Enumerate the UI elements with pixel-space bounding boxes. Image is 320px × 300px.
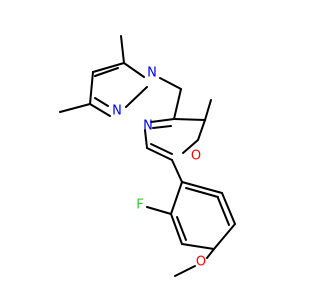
- bond: [89, 71, 94, 105]
- bond: [144, 129, 148, 149]
- fluorine-label: F: [136, 198, 143, 213]
- bond: [94, 67, 119, 77]
- bond: [150, 118, 175, 123]
- atom-label-layer: N N N O F O: [112, 66, 206, 270]
- bond: [89, 103, 111, 117]
- bond: [185, 187, 219, 198]
- oxazole-n-label: N: [143, 119, 153, 134]
- bond: [174, 265, 196, 277]
- bond: [173, 88, 182, 120]
- bond: [221, 192, 236, 225]
- bond: [125, 86, 148, 108]
- bond: [173, 118, 206, 121]
- molecule-structure: N N N O F O: [59, 35, 236, 277]
- bond: [182, 139, 199, 154]
- bond: [204, 99, 212, 121]
- bond-layer: [59, 35, 236, 277]
- bond: [197, 119, 206, 141]
- bond: [171, 159, 183, 183]
- bond: [176, 216, 187, 241]
- bond: [170, 213, 183, 245]
- methoxy-o-label: O: [196, 255, 206, 270]
- bond: [123, 62, 145, 78]
- bond: [120, 35, 125, 64]
- bond: [170, 181, 183, 215]
- bond: [152, 125, 172, 129]
- bond: [150, 143, 173, 155]
- bond: [217, 197, 230, 226]
- bond: [92, 62, 125, 73]
- bond: [181, 243, 215, 250]
- bond: [146, 206, 172, 215]
- bond: [59, 103, 91, 113]
- bond: [159, 77, 182, 90]
- pyrazole-n2-label: N: [112, 104, 122, 119]
- oxazole-o-label: O: [191, 149, 201, 164]
- bond: [181, 181, 223, 194]
- bond: [213, 223, 236, 250]
- bond: [146, 147, 173, 161]
- bond: [206, 248, 215, 259]
- bond: [94, 97, 109, 107]
- pyrazole-n1-label: N: [147, 66, 157, 81]
